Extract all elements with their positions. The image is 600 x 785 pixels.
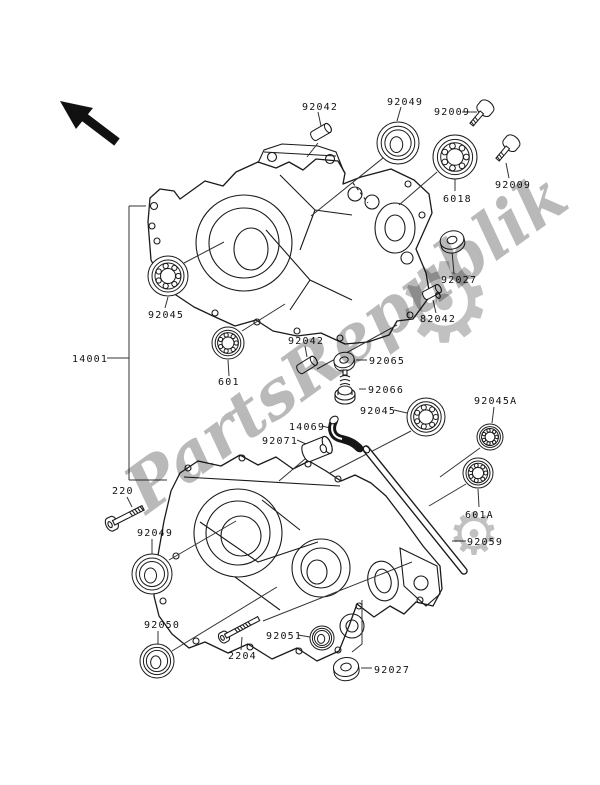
part-label-92042-mid: 92042 [288,336,324,347]
part-label-92027-lower: 92027 [374,665,410,676]
part-label-14069: 14069 [289,422,325,433]
part-label-92049-lower: 92049 [137,528,173,539]
part-label-92045a: 92045A [474,396,517,407]
part-drawing-82042-bushing [420,283,444,301]
part-label-601: 601 [218,377,240,388]
part-label-2204: 2204 [228,651,257,662]
part-drawing-92066-bolt [334,369,356,405]
part-label-92045-left: 92045 [148,310,184,321]
upper-crankcase-drawing [147,143,433,345]
part-drawing-92071-grommet [301,435,333,463]
part-label-92050: 92050 [144,620,180,631]
part-drawing-92049-top-seal [376,121,420,165]
part-drawing-92049-lower-seal [131,553,173,595]
part-drawing-92045-left-bearing [147,255,189,297]
part-drawing-220-bolt [104,504,145,532]
part-drawing-14069-fitting [328,415,364,453]
part-label-92051: 92051 [266,631,302,642]
part-drawing-92051-seal [309,625,335,651]
part-drawing-601a-bearing [462,457,494,489]
lower-crankcase-drawing [153,454,443,662]
part-label-601a: 601A [465,510,494,521]
part-drawing-92050-seal [139,643,175,679]
part-drawing-92042-mid-pin [294,354,320,376]
part-drawing-601-bearing [211,326,245,360]
part-label-14001: 14001 [72,354,108,365]
part-label-92027-upper: 92027 [441,275,477,286]
part-label-92042-top: 92042 [302,102,338,113]
part-label-92065: 92065 [369,356,405,367]
part-label-6018: 6018 [443,194,472,205]
part-drawing-92045a-bearing [476,423,504,451]
part-labels: 92042 92049 92009 6018 92009 92027 82042… [72,97,531,676]
part-label-92009-b: 92009 [495,180,531,191]
part-label-92049-top: 92049 [387,97,423,108]
orientation-arrow-icon [60,101,120,146]
part-label-82042: 82042 [420,314,456,325]
part-drawing-2204-stud [217,615,261,644]
part-drawing-92059-tube [362,445,468,575]
part-drawing-6018-bearing [432,134,478,180]
part-label-92071: 92071 [262,436,298,447]
part-label-92066: 92066 [368,385,404,396]
part-drawing-92027-lower-collar [331,655,361,683]
part-label-92059: 92059 [467,537,503,548]
part-drawing-92045-mid-bearing [406,397,446,437]
part-label-92009-a: 92009 [434,107,470,118]
part-drawing-92027-upper-collar [437,227,468,257]
part-label-220: 220 [112,486,134,497]
part-drawing-92009-screw-b [490,131,523,166]
part-label-92045-mid: 92045 [360,406,396,417]
